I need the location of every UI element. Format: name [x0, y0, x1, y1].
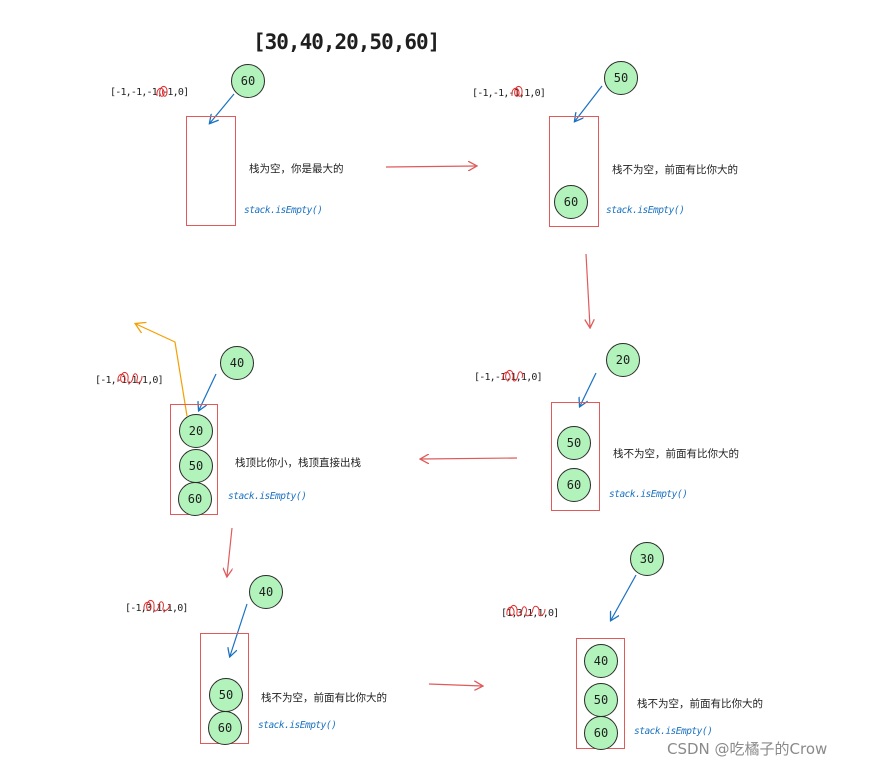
- stack-ball-6-1: 40: [584, 644, 618, 678]
- code-label-2: stack.isEmpty(): [606, 205, 685, 216]
- stack-ball-5-2: 60: [208, 711, 242, 745]
- highlight-scribble-2: [511, 85, 523, 97]
- incoming-ball-1: 60: [231, 64, 265, 98]
- incoming-ball-6: 30: [630, 542, 664, 576]
- incoming-ball-4: 40: [220, 346, 254, 380]
- flow-arrow-5-to-6: [428, 684, 482, 686]
- step-note-6: 栈不为空，前面有比你大的: [637, 698, 763, 710]
- pop-arrow: [136, 324, 188, 417]
- array-title: [30,40,20,50,60]: [253, 30, 440, 54]
- code-label-6: stack.isEmpty(): [634, 726, 713, 737]
- stack-ball-6-2: 50: [584, 683, 618, 717]
- code-label-1: stack.isEmpty(): [244, 205, 323, 216]
- flow-arrow-1-to-2: [385, 166, 476, 167]
- result-array-2: [-1,-1,-1,1,0]: [472, 88, 546, 99]
- stack-ball-4-3: 60: [178, 482, 212, 516]
- stack-box-1: [186, 116, 236, 226]
- flow-arrow-4-to-5: [227, 527, 232, 576]
- result-array-1: [-1,-1,-1,-1,0]: [110, 87, 189, 98]
- incoming-ball-5: 40: [249, 575, 283, 609]
- incoming-ball-2: 50: [604, 61, 638, 95]
- result-array-5: [-1,3,1,1,0]: [125, 603, 188, 614]
- push-arrow-2: [575, 85, 603, 121]
- step-note-2: 栈不为空，前面有比你大的: [612, 164, 738, 176]
- code-label-4: stack.isEmpty(): [228, 491, 307, 502]
- result-array-6: [1,3,1,1,0]: [501, 608, 559, 619]
- stack-box-3: [551, 402, 600, 511]
- highlight-scribble-6: [506, 604, 546, 617]
- stack-ball-5-1: 50: [209, 678, 243, 712]
- push-arrow-3: [580, 372, 597, 406]
- highlight-scribble-3: [502, 369, 523, 382]
- result-array-3: [-1,-1,1,1,0]: [474, 372, 543, 383]
- code-label-3: stack.isEmpty(): [609, 489, 688, 500]
- flow-arrow-2-to-3: [586, 253, 590, 327]
- flow-arrow-3-to-4: [421, 458, 518, 459]
- push-arrow-6: [611, 574, 637, 620]
- highlight-scribble-5: [143, 599, 171, 612]
- push-arrow-1: [210, 93, 235, 123]
- push-arrow-5: [230, 603, 248, 656]
- stack-ball-6-3: 60: [584, 716, 618, 750]
- stack-box-2: [549, 116, 599, 227]
- stack-ball-4-2: 50: [179, 449, 213, 483]
- step-note-3: 栈不为空，前面有比你大的: [613, 448, 739, 460]
- result-array-4: [-1,-1,1,1,0]: [95, 375, 164, 386]
- highlight-scribble-4: [117, 371, 143, 384]
- step-note-1: 栈为空，你是最大的: [249, 163, 344, 175]
- watermark: CSDN @吃橘子的Crow: [667, 740, 828, 758]
- step-note-5: 栈不为空，前面有比你大的: [261, 692, 387, 704]
- stack-ball-4-1: 20: [179, 414, 213, 448]
- stack-ball-3-1: 50: [557, 426, 591, 460]
- code-label-5: stack.isEmpty(): [258, 720, 337, 731]
- stack-ball-2-1: 60: [554, 185, 588, 219]
- stack-ball-3-2: 60: [557, 468, 591, 502]
- highlight-scribble-1: [156, 85, 168, 97]
- incoming-ball-3: 20: [606, 343, 640, 377]
- step-note-4: 栈顶比你小，栈顶直接出栈: [235, 457, 361, 469]
